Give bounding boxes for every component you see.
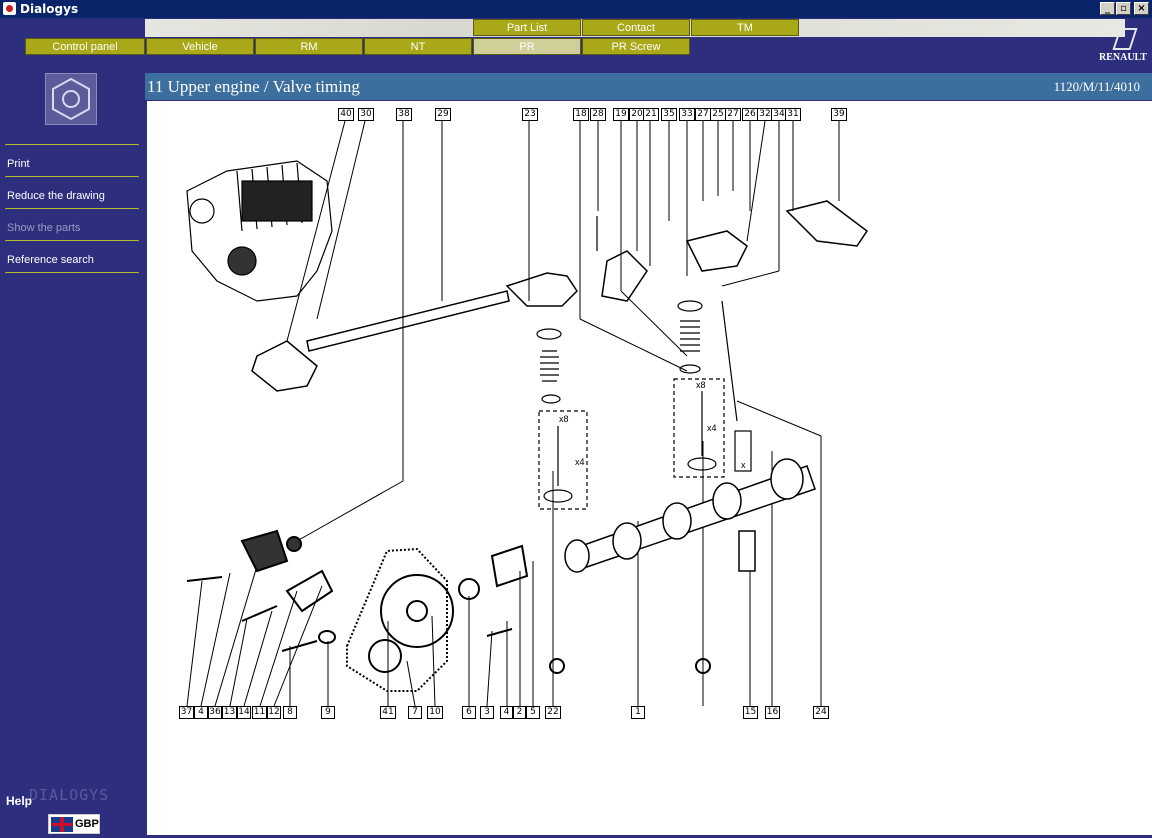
nut-icon (45, 73, 97, 125)
nav-part-list[interactable]: Part List (473, 19, 581, 36)
menu-divider (5, 144, 139, 145)
callout-4[interactable]: 4 (194, 706, 208, 719)
callout-5[interactable]: 5 (526, 706, 540, 719)
callout-38[interactable]: 38 (396, 108, 412, 121)
minimize-button[interactable]: _ (1100, 2, 1115, 15)
qty-label: x (741, 460, 746, 470)
callout-31[interactable]: 31 (785, 108, 801, 121)
menu-divider (5, 208, 139, 209)
dialogys-watermark: DIALOGYS (29, 786, 110, 804)
menu-divider (5, 240, 139, 241)
callout-1[interactable]: 1 (631, 706, 645, 719)
callout-30[interactable]: 30 (358, 108, 374, 121)
qty-label: x8 (559, 414, 569, 424)
exploded-view-drawing (186, 120, 869, 707)
renault-diamond-icon (1114, 24, 1132, 50)
callout-27[interactable]: 27 (695, 108, 711, 121)
callout-18[interactable]: 18 (573, 108, 589, 121)
callout-40[interactable]: 40 (338, 108, 354, 121)
sidebar-item-show-parts: Show the parts (7, 222, 81, 234)
close-button[interactable]: × (1134, 2, 1149, 15)
callout-19[interactable]: 19 (613, 108, 629, 121)
sidebar (0, 73, 145, 838)
window-title: Dialogys (20, 2, 79, 16)
nav-vehicle[interactable]: Vehicle (146, 38, 254, 55)
window-title-bar: Dialogys _ ▫ × (0, 0, 1152, 18)
callout-3[interactable]: 3 (480, 706, 494, 719)
callout-35[interactable]: 35 (661, 108, 677, 121)
callout-41[interactable]: 41 (380, 706, 396, 719)
sidebar-item-reference-search[interactable]: Reference search (7, 254, 94, 266)
currency-label: GBP (75, 818, 99, 830)
callout-11[interactable]: 11 (252, 706, 267, 719)
exploded-view-canvas: 40 30 38 29 23 18 28 19 20 21 35 33 27 2… (147, 101, 1152, 835)
callout-12[interactable]: 12 (267, 706, 281, 719)
callout-25[interactable]: 25 (710, 108, 726, 121)
callout-8[interactable]: 8 (283, 706, 297, 719)
currency-selector[interactable]: GBP (48, 814, 100, 834)
qty-label: x4 (575, 457, 585, 467)
callout-15-overlay[interactable]: 15 (743, 706, 758, 719)
callout-21[interactable]: 21 (643, 108, 659, 121)
callout-33[interactable]: 33 (679, 108, 695, 121)
page-title-band: 11 Upper engine / Valve timing 1120/M/11… (145, 73, 1152, 100)
callout-10[interactable]: 10 (427, 706, 443, 719)
callout-14[interactable]: 14 (237, 706, 251, 719)
nav-tm[interactable]: TM (691, 19, 799, 36)
callout-26[interactable]: 26 (742, 108, 758, 121)
nav-control-panel[interactable]: Control panel (25, 38, 145, 55)
callout-36[interactable]: 36 (208, 706, 222, 719)
sidebar-item-print[interactable]: Print (7, 158, 30, 170)
callout-2[interactable]: 2 (513, 706, 526, 719)
callout-27b[interactable]: 27 (725, 108, 741, 121)
callout-23[interactable]: 23 (522, 108, 538, 121)
page-title: 11 Upper engine / Valve timing (147, 77, 360, 96)
callout-22[interactable]: 22 (545, 706, 561, 719)
nav-pr-screw[interactable]: PR Screw (582, 38, 690, 55)
callout-29[interactable]: 29 (435, 108, 451, 121)
sidebar-item-reduce-drawing[interactable]: Reduce the drawing (7, 190, 105, 202)
qty-label: x8 (696, 380, 706, 390)
callout-6[interactable]: 6 (462, 706, 476, 719)
callout-7[interactable]: 7 (408, 706, 422, 719)
nav-contact[interactable]: Contact (582, 19, 690, 36)
nav-nt[interactable]: NT (364, 38, 472, 55)
renault-logo: RENAULT (1096, 24, 1150, 68)
menu-divider (5, 272, 139, 273)
nav-rm[interactable]: RM (255, 38, 363, 55)
uk-flag-icon (51, 817, 73, 832)
callout-28[interactable]: 28 (590, 108, 606, 121)
maximize-button[interactable]: ▫ (1116, 2, 1131, 15)
nav-pr[interactable]: PR (473, 38, 581, 55)
brand-name: RENAULT (1099, 52, 1147, 63)
callout-4b[interactable]: 4 (500, 706, 513, 719)
menu-divider (5, 176, 139, 177)
callout-13[interactable]: 13 (222, 706, 237, 719)
page-reference: 1120/M/11/4010 (1053, 79, 1140, 94)
help-link[interactable]: Help (6, 794, 33, 808)
callout-16[interactable]: 16 (765, 706, 780, 719)
app-icon (3, 2, 16, 15)
callout-9[interactable]: 9 (321, 706, 335, 719)
callout-39[interactable]: 39 (831, 108, 847, 121)
callout-24[interactable]: 24 (813, 706, 829, 719)
qty-label: x4 (707, 423, 717, 433)
callout-37[interactable]: 37 (179, 706, 194, 719)
